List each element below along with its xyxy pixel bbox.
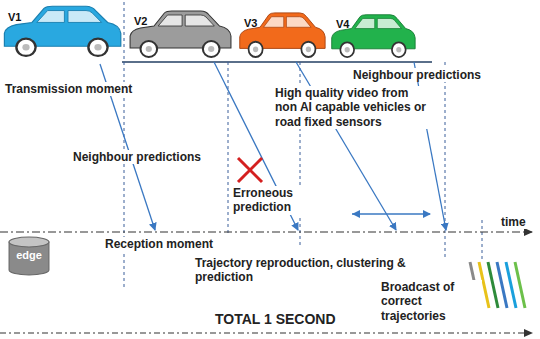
error-cross <box>238 158 262 182</box>
annotation-label: Neighbour predictions <box>72 150 202 164</box>
annotation-label: Neighbour predictions <box>352 68 482 82</box>
vehicle-car: V1 <box>2 3 122 57</box>
time-axis <box>0 231 532 232</box>
annotation-label: High quality video from non AI capable v… <box>274 86 434 129</box>
road-line <box>122 61 432 63</box>
axis-label: time <box>500 215 527 229</box>
duration-label: TOTAL 1 SECOND <box>214 311 337 328</box>
server-label: edge <box>8 249 50 261</box>
prediction-arrows <box>100 62 446 230</box>
annotation-label: Erroneous prediction <box>232 186 308 215</box>
vehicle-car: V2 <box>128 8 232 58</box>
edge-server: edge <box>8 236 50 276</box>
vehicle-id: V2 <box>134 15 147 27</box>
process-label: Broadcast of correct trajectories <box>380 280 482 323</box>
duration-axis <box>0 332 532 333</box>
event-label: Reception moment <box>104 237 214 251</box>
vehicle-id: V4 <box>336 18 349 30</box>
vehicle-id: V3 <box>244 17 257 29</box>
vehicle-car: V3 <box>238 10 326 58</box>
vehicle-car: V4 <box>330 12 416 58</box>
event-label: Transmission moment <box>4 82 133 96</box>
vehicle-id: V1 <box>8 11 21 23</box>
